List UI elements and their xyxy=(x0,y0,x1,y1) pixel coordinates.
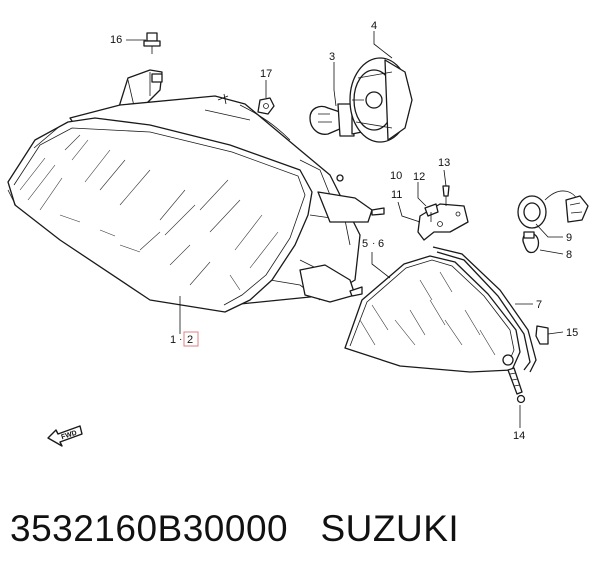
part-number: 3532160B30000 xyxy=(10,508,289,549)
leader-lines xyxy=(126,31,564,428)
svg-text:·: · xyxy=(372,238,375,249)
callout-14: 14 xyxy=(513,430,525,442)
socket-cover xyxy=(349,57,413,143)
side-marker-bracket xyxy=(417,185,469,241)
callout-3: 3 xyxy=(329,51,335,63)
headlamp-assembly xyxy=(7,69,385,313)
fwd-arrow-icon: FWD xyxy=(47,425,83,447)
callout-7: 7 xyxy=(536,299,542,311)
callout-12: 12 xyxy=(413,171,425,183)
svg-text:·: · xyxy=(179,334,182,345)
callout-11: 11 xyxy=(391,189,402,201)
callout-10: 10 xyxy=(390,170,402,182)
highlight-box xyxy=(183,331,199,347)
brand-name: SUZUKI xyxy=(320,508,460,549)
exploded-parts-diagram: FWD 16 17 4 3 13 10 12 11 9 8 5 · 6 7 15… xyxy=(7,20,589,447)
nut-17 xyxy=(257,97,275,115)
fwd-label: FWD xyxy=(60,430,77,442)
callout-5: 5 xyxy=(362,238,368,250)
side-marker-gasket xyxy=(432,246,537,373)
callout-13: 13 xyxy=(438,157,450,169)
callout-17: 17 xyxy=(260,68,272,80)
side-socket-and-bulb xyxy=(517,190,589,254)
clip-15 xyxy=(535,325,549,345)
headlamp-lens xyxy=(7,117,313,313)
callout-8: 8 xyxy=(566,249,572,261)
callout-1: 1 xyxy=(170,334,176,346)
callout-16: 16 xyxy=(110,34,122,46)
caption: 3532160B30000 SUZUKI xyxy=(10,508,459,550)
callout-4: 4 xyxy=(371,20,377,32)
callout-15: 15 xyxy=(566,327,578,339)
callout-6: 6 xyxy=(378,238,384,250)
callout-labels: 16 17 4 3 13 10 12 11 9 8 5 · 6 7 15 14 … xyxy=(110,20,578,442)
callout-2: 2 xyxy=(187,334,193,346)
screw-14 xyxy=(507,367,526,404)
bolt-16 xyxy=(143,32,161,54)
side-marker-lens xyxy=(344,255,521,373)
callout-9: 9 xyxy=(566,232,572,244)
